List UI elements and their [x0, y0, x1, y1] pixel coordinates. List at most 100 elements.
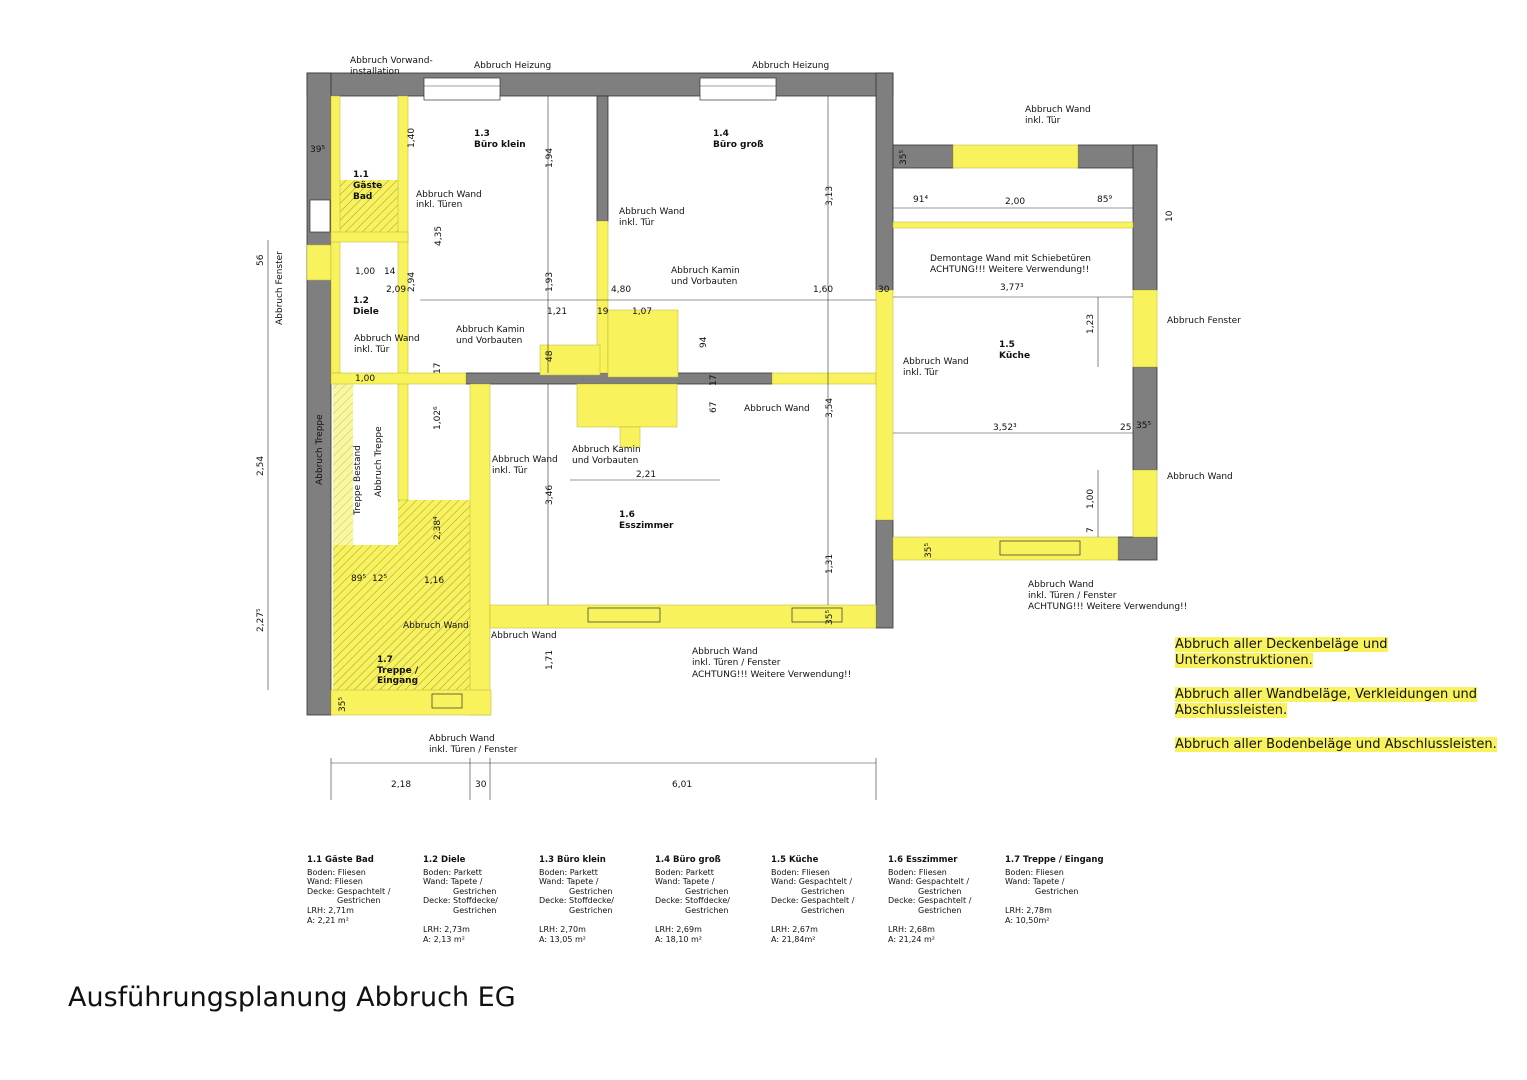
annotation: Abbruch Wand — [491, 631, 557, 641]
room-label: Bad — [353, 192, 372, 202]
room-wand2: Gestrichen — [918, 886, 962, 896]
dimension: 85⁹ — [1097, 195, 1112, 205]
room-label: Esszimmer — [619, 521, 674, 531]
dimension: 2,94 — [407, 272, 417, 292]
room-wand: Wand: Tapete / — [423, 877, 483, 887]
room-name: 1.7 Treppe / Eingang — [1005, 855, 1104, 865]
room-name: 1.4 Büro groß — [655, 855, 721, 865]
annotation: inkl. Türen / Fenster — [1028, 591, 1117, 601]
annotation: Abbruch Heizung — [752, 61, 829, 71]
annotation: inkl. Türen / Fenster — [692, 658, 781, 668]
room-wand2: Gestrichen — [569, 886, 613, 896]
room-decke: Decke: Stoffdecke/ — [655, 896, 730, 906]
dimension: 4,80 — [611, 285, 631, 295]
dimension: 3,13 — [825, 186, 835, 206]
dimension: 2,38⁴ — [433, 516, 443, 540]
dimension: 56 — [256, 254, 266, 266]
room-lrh: LRH: 2,69m — [655, 925, 702, 935]
dimension: 91⁴ — [913, 195, 928, 205]
room-decke: Decke: Stoffdecke/ — [539, 896, 614, 906]
dimension: 1,07 — [632, 307, 652, 317]
room-lrh: LRH: 2,70m — [539, 925, 586, 935]
room-decke2: Gestrichen — [453, 905, 497, 915]
dimension: 17 — [433, 363, 443, 374]
room-wand2: Gestrichen — [453, 886, 497, 896]
annotations: Abbruch Vorwand- installation Abbruch He… — [275, 56, 1241, 755]
room-lrh: LRH: 2,71m — [307, 905, 354, 915]
dimension: 89⁵ — [351, 574, 366, 584]
room-name: 1.1 Gäste Bad — [307, 855, 374, 865]
dimension: 1,00 — [355, 374, 375, 384]
dimension: 1,02⁶ — [433, 406, 443, 430]
annotation: Abbruch Wand — [619, 207, 685, 217]
annotation: Abbruch Wand — [354, 334, 420, 344]
room-area: A: 2,13 m² — [423, 934, 465, 944]
annotation: Abbruch Treppe — [374, 426, 384, 497]
annotation: ACHTUNG!!! Weitere Verwendung!! — [930, 265, 1089, 275]
dimension: 30 — [475, 780, 487, 790]
dimension: 1,21 — [547, 307, 567, 317]
annotation: inkl. Tür — [619, 218, 655, 228]
dimension: 3,46 — [545, 485, 555, 505]
room-wand: Wand: Tapete / — [539, 877, 599, 887]
dimension-lines — [267, 96, 1133, 800]
room-decke: Decke: Gespachtelt / — [771, 896, 855, 906]
annotation: Abbruch Wand — [1167, 472, 1233, 482]
dimension: 6,01 — [672, 780, 692, 790]
room-boden: Boden: Parkett — [539, 867, 598, 877]
room-label: 1.3 — [474, 129, 490, 139]
annotation: und Vorbauten — [456, 336, 522, 346]
annotation: Abbruch Wand — [492, 455, 558, 465]
room-decke: Decke: Gespachtelt / — [888, 896, 972, 906]
dimension: 2,09 — [386, 285, 406, 295]
annotation: Treppe Bestand — [353, 445, 363, 516]
dimension: 35⁵ — [924, 543, 934, 558]
room-area: A: 21,84m² — [771, 934, 816, 944]
dimension: 1,00 — [1086, 489, 1096, 509]
room-label: 1.7 — [377, 655, 393, 665]
dimension: 3,77³ — [1000, 283, 1024, 293]
dimension: 7 — [1086, 527, 1096, 533]
room-label: Gäste — [353, 181, 382, 191]
annotation: ACHTUNG!!! Weitere Verwendung!! — [692, 670, 851, 680]
room-decke: Decke: Stoffdecke/ — [423, 896, 498, 906]
room-wand: Wand: Tapete / — [655, 877, 715, 887]
dimension: 2,00 — [1005, 197, 1025, 207]
annotation: inkl. Tür — [903, 368, 939, 378]
room-label: Diele — [353, 307, 379, 317]
general-notes: Abbruch aller Deckenbeläge und Unterkons… — [1175, 637, 1527, 771]
annotation: Abbruch Fenster — [1167, 316, 1241, 326]
annotation: ACHTUNG!!! Weitere Verwendung!! — [1028, 602, 1187, 612]
annotation: und Vorbauten — [671, 277, 737, 287]
note: Abbruch aller Deckenbeläge und Unterkons… — [1175, 637, 1388, 668]
room-wand: Wand: Tapete / — [1005, 877, 1065, 887]
annotation: Abbruch Vorwand- — [350, 56, 433, 66]
annotation: Abbruch Wand — [903, 357, 969, 367]
room-area: A: 10,50m² — [1005, 915, 1050, 925]
heaters-windows — [309, 77, 1081, 709]
room-wand2: Gestrichen — [801, 886, 845, 896]
annotation: und Vorbauten — [572, 456, 638, 466]
room-boden: Boden: Parkett — [655, 867, 714, 877]
dimension: 3,54 — [825, 398, 835, 418]
dimension: 35⁵ — [338, 697, 348, 712]
annotation: inkl. Tür — [354, 345, 390, 355]
dimension: 39⁵ — [310, 145, 325, 155]
dimension: 35⁵ — [825, 610, 835, 625]
dimension: 1,71 — [545, 650, 555, 670]
dimension: 1,60 — [813, 285, 833, 295]
room-wand2: Gestrichen — [685, 886, 729, 896]
room-boden: Boden: Fliesen — [771, 867, 830, 877]
annotation: Abbruch Wand — [1025, 105, 1091, 115]
dimension: 17 — [709, 375, 719, 386]
annotation: Abbruch Kamin — [572, 445, 641, 455]
room-label: 1.6 — [619, 510, 635, 520]
room-label: 1.1 — [353, 170, 369, 180]
dimension: 67 — [709, 402, 719, 413]
room-label: 1.5 — [999, 340, 1015, 350]
